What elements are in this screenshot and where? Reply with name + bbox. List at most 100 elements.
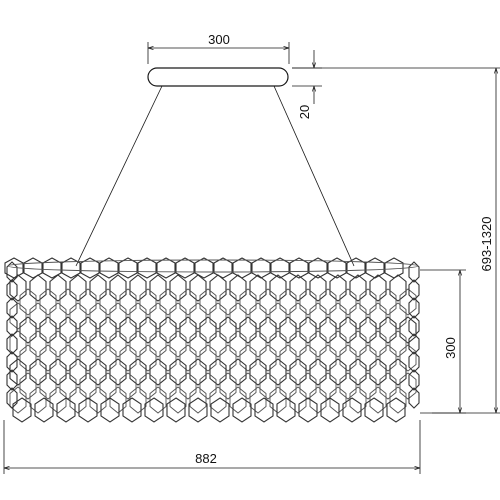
crystal-link bbox=[89, 386, 107, 414]
crystal-link bbox=[389, 302, 407, 330]
crystal-link bbox=[329, 330, 347, 358]
crystal-link bbox=[169, 330, 187, 358]
crystal-link bbox=[59, 316, 77, 344]
crystal-link bbox=[59, 288, 77, 316]
crystal-link bbox=[199, 372, 217, 400]
crystal-link bbox=[159, 344, 177, 372]
crystal-link bbox=[346, 257, 366, 279]
dimension-overall-height-label: 693-1320 bbox=[479, 217, 494, 272]
crystal-link bbox=[49, 302, 67, 330]
crystal-link bbox=[349, 330, 367, 358]
crystal-link bbox=[9, 358, 27, 386]
crystal-link bbox=[89, 274, 107, 302]
crystal-link bbox=[276, 397, 296, 423]
crystal-link bbox=[399, 288, 417, 316]
crystal-link bbox=[169, 358, 187, 386]
crystal-link bbox=[329, 274, 347, 302]
crystal-link bbox=[39, 344, 57, 372]
crystal-link bbox=[339, 372, 357, 400]
crystal-link bbox=[219, 344, 237, 372]
crystal-link bbox=[149, 302, 167, 330]
crystal-link bbox=[339, 344, 357, 372]
crystal-link bbox=[270, 257, 290, 279]
crystal-link bbox=[232, 257, 252, 279]
crystal-link bbox=[9, 302, 27, 330]
crystal-link bbox=[365, 257, 385, 279]
crystal-link bbox=[189, 330, 207, 358]
crystal-link bbox=[389, 386, 407, 414]
crystal-link bbox=[39, 372, 57, 400]
crystal-link bbox=[249, 330, 267, 358]
crystal-link bbox=[349, 302, 367, 330]
crystal-link bbox=[169, 386, 187, 414]
crystal-link bbox=[29, 302, 47, 330]
crystal-link bbox=[69, 358, 87, 386]
crystal-link bbox=[229, 302, 247, 330]
crystal-link bbox=[329, 358, 347, 386]
crystal-link bbox=[289, 274, 307, 302]
crystal-link bbox=[69, 386, 87, 414]
dimension-shade-height: 300 bbox=[420, 269, 466, 414]
crystal-link bbox=[39, 316, 57, 344]
crystal-link bbox=[99, 288, 117, 316]
crystal-link bbox=[129, 358, 147, 386]
crystal-link bbox=[49, 274, 67, 302]
crystal-link bbox=[122, 397, 142, 423]
crystal-link bbox=[109, 358, 127, 386]
crystal-link bbox=[359, 344, 377, 372]
crystal-link bbox=[298, 397, 318, 423]
crystal-link bbox=[99, 257, 119, 279]
crystal-link bbox=[129, 386, 147, 414]
crystal-link bbox=[189, 274, 207, 302]
crystal-link bbox=[384, 257, 404, 279]
crystal-link bbox=[119, 316, 137, 344]
crystal-link bbox=[119, 344, 137, 372]
crystal-link bbox=[89, 330, 107, 358]
crystal-link bbox=[9, 274, 27, 302]
crystal-link bbox=[269, 386, 287, 414]
crystal-link bbox=[339, 288, 357, 316]
crystal-link bbox=[39, 288, 57, 316]
crystal-link bbox=[269, 302, 287, 330]
crystal-link bbox=[6, 315, 18, 337]
crystal-link bbox=[319, 288, 337, 316]
crystal-link bbox=[349, 386, 367, 414]
crystal-link bbox=[69, 330, 87, 358]
crystal-link bbox=[364, 397, 384, 423]
crystal-link bbox=[249, 386, 267, 414]
crystal-link bbox=[369, 274, 387, 302]
crystal-link bbox=[349, 358, 367, 386]
crystal-link bbox=[289, 330, 307, 358]
crystal-link bbox=[342, 397, 362, 423]
crystal-link bbox=[408, 315, 420, 337]
crystal-link bbox=[175, 257, 195, 279]
crystal-link bbox=[144, 397, 164, 423]
crystal-link bbox=[229, 358, 247, 386]
crystal-link bbox=[259, 372, 277, 400]
crystal-link bbox=[139, 316, 157, 344]
crystal-link bbox=[56, 397, 76, 423]
crystal-link bbox=[118, 257, 138, 279]
crystal-link bbox=[189, 302, 207, 330]
crystal-link bbox=[49, 386, 67, 414]
crystal-link bbox=[308, 257, 328, 279]
crystal-link bbox=[99, 344, 117, 372]
crystal-link bbox=[249, 358, 267, 386]
crystal-link bbox=[149, 274, 167, 302]
crystal-link bbox=[156, 257, 176, 279]
dimension-canopy-height-label: 20 bbox=[297, 105, 312, 119]
crystal-link bbox=[159, 372, 177, 400]
crystal-link bbox=[269, 274, 287, 302]
crystal-link bbox=[279, 372, 297, 400]
crystal-link bbox=[99, 316, 117, 344]
crystal-link bbox=[359, 316, 377, 344]
crystal-link bbox=[408, 333, 420, 355]
crystal-link bbox=[239, 344, 257, 372]
crystal-link bbox=[23, 257, 43, 279]
crystal-link bbox=[299, 344, 317, 372]
dimension-shade-height-label: 300 bbox=[443, 337, 458, 359]
crystal-link bbox=[79, 316, 97, 344]
crystal-link bbox=[232, 397, 252, 423]
crystal-link bbox=[19, 344, 37, 372]
